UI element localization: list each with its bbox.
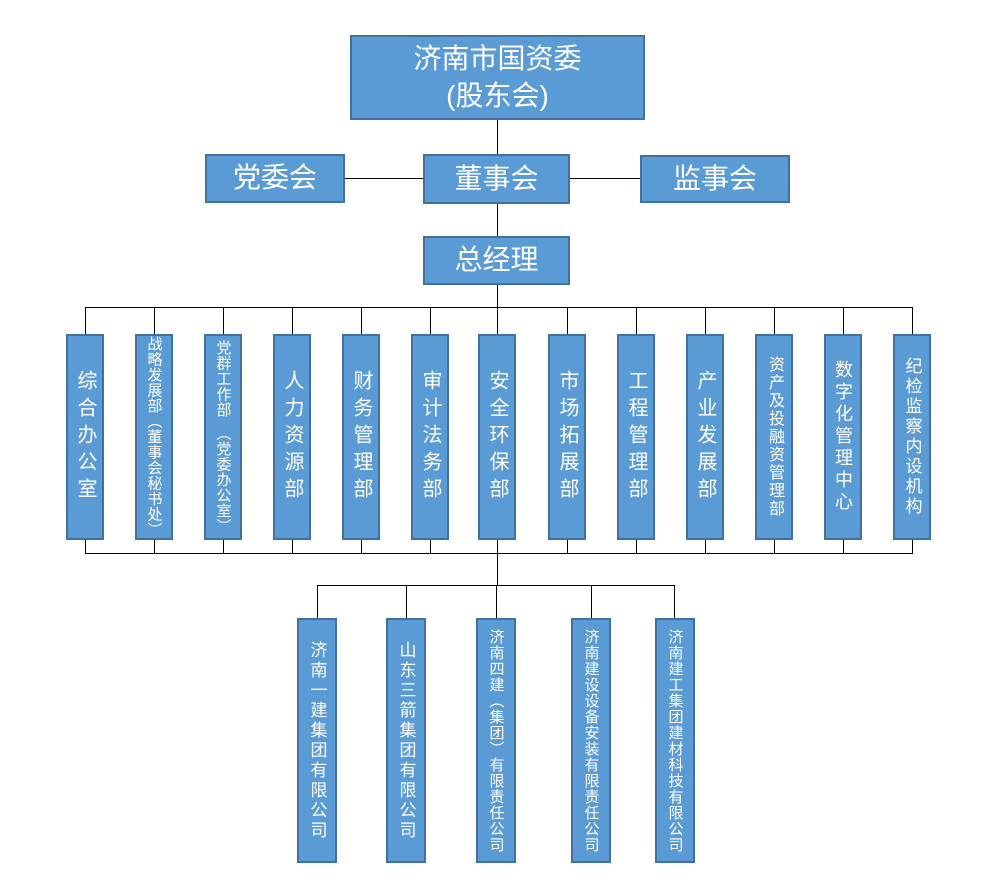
connector-stub-dept-bottom-5 <box>361 540 362 553</box>
department-box-8: 市场拓展部 <box>548 334 586 540</box>
party-committee-label: 党委会 <box>232 162 317 194</box>
general-manager-label: 总经理 <box>454 244 539 276</box>
company-box-1: 济南一建集团有限公司 <box>297 618 337 863</box>
connector-stub-dept-bottom-7 <box>497 540 498 553</box>
department-box-9: 工程管理部 <box>617 334 655 540</box>
connector-stub-company-4 <box>591 585 592 618</box>
connector-stub-dept-8 <box>567 307 568 334</box>
root-label-line2: (股东会) <box>446 79 549 111</box>
department-box-6: 审计法务部 <box>411 334 449 540</box>
company-label: 济南四建（集团）有限责任公司 <box>487 628 505 853</box>
department-box-5: 财务管理部 <box>342 334 380 540</box>
department-box-1: 综合办公室 <box>66 334 104 540</box>
connector-department-bus-bottom <box>85 553 913 554</box>
company-box-2: 山东三箭集团有限公司 <box>386 618 426 863</box>
connector-root-to-board <box>497 120 498 154</box>
department-label: 人力资源部 <box>281 369 303 505</box>
department-box-10: 产业发展部 <box>686 334 724 540</box>
connector-party-to-board <box>345 178 423 179</box>
party-committee-box: 党委会 <box>205 154 345 203</box>
connector-gm-to-bus <box>497 285 498 307</box>
department-label: 审计法务部 <box>419 369 441 505</box>
supervisory-board-label: 监事会 <box>672 162 757 194</box>
connector-department-bus-top <box>85 307 912 308</box>
connector-board-to-gm <box>497 204 498 236</box>
root-label-line1: 济南市国资委 <box>413 43 582 75</box>
department-label: 市场拓展部 <box>556 369 578 505</box>
connector-stub-dept-bottom-10 <box>705 540 706 553</box>
connector-stub-company-3 <box>496 585 497 618</box>
connector-stub-dept-7 <box>497 307 498 334</box>
connector-stub-dept-bottom-13 <box>912 540 913 553</box>
company-label: 济南建设设备安装有限责任公司 <box>582 628 600 853</box>
department-label: 产业发展部 <box>694 369 716 505</box>
department-label: 党群工作部 （党委办公室） <box>214 340 232 534</box>
connector-stub-dept-bottom-11 <box>774 540 775 553</box>
department-box-11: 资产及投融资管理部 <box>755 334 793 540</box>
general-manager-box: 总经理 <box>423 236 570 285</box>
company-box-5: 济南建工集团建材科技有限公司 <box>655 618 695 863</box>
department-box-3: 党群工作部 （党委办公室） <box>204 334 242 540</box>
root-box-shareholders: 济南市国资委 (股东会) <box>350 35 645 120</box>
department-label: 战略发展部（董事会秘书处） <box>145 336 163 538</box>
connector-stub-dept-2 <box>154 307 155 334</box>
company-label: 济南一建集团有限公司 <box>307 640 327 841</box>
connector-stub-dept-bottom-4 <box>292 540 293 553</box>
board-of-directors-box: 董事会 <box>423 154 570 204</box>
department-box-12: 数字化管理中心 <box>824 334 862 540</box>
connector-stub-dept-bottom-9 <box>636 540 637 553</box>
connector-stub-company-1 <box>317 585 318 618</box>
department-label: 综合办公室 <box>74 369 96 505</box>
company-label: 山东三箭集团有限公司 <box>396 640 416 841</box>
department-label: 财务管理部 <box>350 369 372 505</box>
connector-stub-dept-bottom-8 <box>567 540 568 553</box>
connector-stub-dept-12 <box>843 307 844 334</box>
board-of-directors-label: 董事会 <box>454 162 539 194</box>
department-box-4: 人力资源部 <box>273 334 311 540</box>
connector-stub-dept-1 <box>85 307 86 334</box>
connector-stub-dept-bottom-6 <box>430 540 431 553</box>
connector-stub-dept-4 <box>292 307 293 334</box>
department-label: 安全环保部 <box>486 369 508 505</box>
connector-stub-company-5 <box>674 585 675 618</box>
connector-stub-dept-bottom-12 <box>843 540 844 553</box>
department-label: 纪检监察内设机构 <box>902 357 922 517</box>
connector-board-to-supervisory <box>570 178 640 179</box>
connector-stub-dept-11 <box>774 307 775 334</box>
connector-stub-dept-bottom-1 <box>85 540 86 553</box>
connector-stub-dept-9 <box>636 307 637 334</box>
department-box-13: 纪检监察内设机构 <box>893 334 931 540</box>
company-label: 济南建工集团建材科技有限公司 <box>666 628 684 853</box>
connector-stub-dept-13 <box>912 307 913 334</box>
company-box-3: 济南四建（集团）有限责任公司 <box>476 618 516 863</box>
connector-stub-dept-6 <box>430 307 431 334</box>
company-box-4: 济南建设设备安装有限责任公司 <box>571 618 611 863</box>
connector-stub-company-2 <box>406 585 407 618</box>
connector-stub-dept-5 <box>361 307 362 334</box>
department-label: 资产及投融资管理部 <box>766 356 783 518</box>
department-box-2: 战略发展部（董事会秘书处） <box>135 334 173 540</box>
connector-stub-dept-bottom-3 <box>223 540 224 553</box>
connector-stub-dept-3 <box>223 307 224 334</box>
department-label: 数字化管理中心 <box>833 360 853 514</box>
connector-stub-dept-bottom-2 <box>154 540 155 553</box>
supervisory-board-box: 监事会 <box>640 155 790 203</box>
connector-stub-dept-10 <box>705 307 706 334</box>
department-box-7: 安全环保部 <box>478 334 516 540</box>
connector-center-drop <box>497 553 498 585</box>
department-label: 工程管理部 <box>625 369 647 505</box>
